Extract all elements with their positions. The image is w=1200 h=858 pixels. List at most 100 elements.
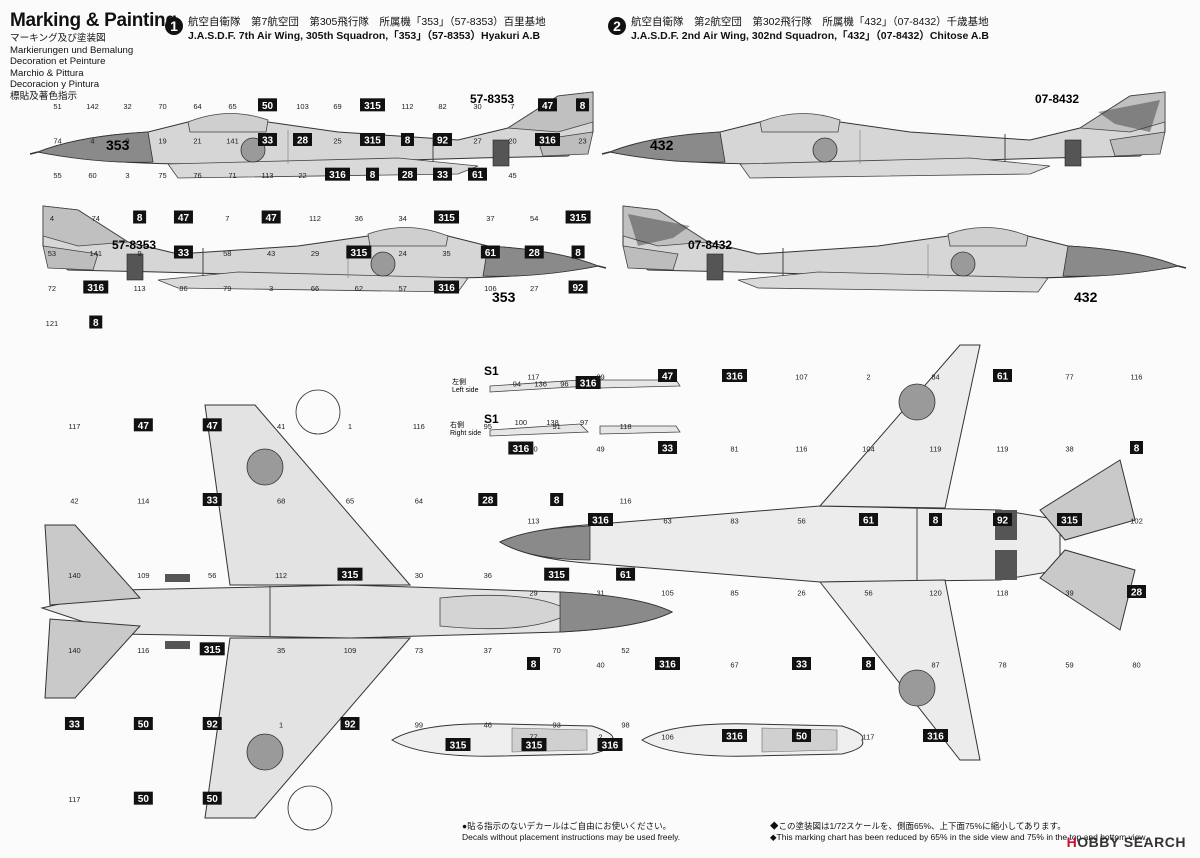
callout-side1_bottom-13: 53 xyxy=(48,249,56,258)
callout-side1_bottom-15: 9 xyxy=(138,249,142,258)
callout-bottom_view-6: 84 xyxy=(931,373,939,382)
callout-number: 4 xyxy=(90,137,94,146)
scheme-1-caption: 航空自衛隊 第7航空団 第305飛行隊 所属機「353」（57-8353）百里基… xyxy=(188,15,546,43)
callout-side1_top-7: 103 xyxy=(296,102,309,111)
callout-number: 20 xyxy=(508,137,516,146)
callout-number: 50 xyxy=(138,794,150,805)
watermark-logo: HOBBY SEARCH xyxy=(1067,834,1186,850)
callout-bottom_view-32: 105 xyxy=(661,589,674,598)
callout-number: 97 xyxy=(580,418,588,427)
lang-fr: Decoration et Peinture xyxy=(10,56,106,68)
callout-side1_bottom-24: 28 xyxy=(524,245,544,259)
callout-box xyxy=(535,133,560,146)
callout-side1_bottom-27: 316 xyxy=(83,280,109,294)
callout-number: 87 xyxy=(931,661,939,670)
callout-number: 8 xyxy=(405,136,411,147)
callout-bottom_view-25: 61 xyxy=(859,513,878,527)
callout-side1_top-6: 50 xyxy=(258,98,277,112)
callout-number: 316 xyxy=(927,732,944,743)
callout-side1_bottom-8: 34 xyxy=(399,214,407,223)
callout-box xyxy=(89,315,103,329)
callout-number: 74 xyxy=(53,137,61,146)
callout-number: 61 xyxy=(997,372,1009,383)
callout-tanks-1: 315 xyxy=(521,738,547,752)
callout-box xyxy=(434,210,460,224)
callout-number: 56 xyxy=(864,589,872,598)
callout-side1_bottom-30: 79 xyxy=(223,284,231,293)
scheme-2-serial-top: 07-8432 xyxy=(1035,92,1079,106)
callout-box xyxy=(550,493,564,506)
callout-box xyxy=(133,210,147,224)
callout-side1_bottom-3: 47 xyxy=(173,210,193,224)
callout-number: 50 xyxy=(796,732,808,743)
callout-number: 8 xyxy=(580,101,586,112)
callout-number: 73 xyxy=(415,646,423,655)
callout-side1_top-22: 33 xyxy=(258,133,277,147)
callout-top_view-12: 68 xyxy=(277,497,285,506)
callout-bottom_view-15: 104 xyxy=(862,445,875,454)
callout-top_view-1: 47 xyxy=(133,418,153,432)
lang-de: Markierungen und Bemalung xyxy=(10,44,134,56)
callout-bottom_view-34: 26 xyxy=(797,589,805,598)
callout-side1_top-26: 8 xyxy=(401,133,414,147)
callout-number: 116 xyxy=(1131,373,1143,382)
callout-s1_right-1: 138 xyxy=(546,418,559,427)
callout-bottom_view-40: 8 xyxy=(527,657,540,671)
callout-number: 70 xyxy=(158,102,166,111)
callout-bottom_view-56: 316 xyxy=(923,729,948,743)
callout-top_view-17: 116 xyxy=(620,497,632,506)
callout-box xyxy=(133,791,153,805)
callout-bottom_view-8: 77 xyxy=(1065,373,1073,382)
callout-bottom_view-44: 33 xyxy=(792,657,811,671)
callout-top_view-31: 109 xyxy=(344,646,357,655)
callout-number: 315 xyxy=(526,741,543,752)
scheme-2-side-bottom xyxy=(622,205,1187,293)
callout-side1_top-35: 75 xyxy=(158,171,166,180)
callout-top_view-36: 33 xyxy=(64,717,84,731)
callout-number: 53 xyxy=(48,249,56,258)
callout-number: 62 xyxy=(355,284,363,293)
callout-side1_top-11: 82 xyxy=(438,102,446,111)
callout-side1_bottom-0: 4 xyxy=(50,214,54,223)
callout-box xyxy=(859,513,878,526)
callout-side1_top-21: 141 xyxy=(226,137,239,146)
callout-top_view-37: 50 xyxy=(133,717,153,731)
callout-side1_top-4: 64 xyxy=(193,102,201,111)
callout-bottom_view-50: 77 xyxy=(529,733,537,742)
callout-side1_bottom-17: 58 xyxy=(223,249,231,258)
callout-box xyxy=(929,513,942,526)
callout-bottom_view-49: 80 xyxy=(1132,661,1140,670)
callout-top_view-8: 118 xyxy=(620,422,632,431)
s1-label-right: S1 xyxy=(484,412,499,426)
callout-side1_top-40: 316 xyxy=(325,167,350,181)
callout-side1_bottom-6: 112 xyxy=(309,214,321,223)
callout-side1_top-3: 70 xyxy=(158,102,166,111)
callout-number: 316 xyxy=(438,283,455,294)
callout-number: 89 xyxy=(596,373,604,382)
callout-number: 7 xyxy=(510,102,514,111)
callout-number: 67 xyxy=(730,661,738,670)
callout-side1_top-39: 22 xyxy=(298,171,306,180)
callout-number: 138 xyxy=(546,418,559,427)
callout-bottom_view-21: 316 xyxy=(588,513,613,527)
callout-top_view-21: 112 xyxy=(275,571,287,580)
callout-s1_left-1: 136 xyxy=(534,380,547,389)
callout-number: 22 xyxy=(298,171,306,180)
callout-top_view-28: 116 xyxy=(137,646,149,655)
callout-box xyxy=(655,657,680,670)
callout-number: 116 xyxy=(413,422,425,431)
callout-number: 50 xyxy=(207,794,219,805)
callout-bottom_view-10: 90 xyxy=(529,445,537,454)
callout-number: 106 xyxy=(484,284,497,293)
callout-number: 140 xyxy=(68,646,81,655)
callout-number: 92 xyxy=(997,516,1009,527)
callout-s1_right-3: 316 xyxy=(508,441,534,455)
callout-number: 117 xyxy=(528,373,540,382)
callout-number: 94 xyxy=(513,380,521,389)
callout-number: 86 xyxy=(179,284,187,293)
callout-number: 33 xyxy=(662,444,674,455)
callout-top_view-45: 117 xyxy=(68,795,80,804)
callout-bottom_view-54: 50 xyxy=(792,729,811,743)
callout-box xyxy=(792,729,811,742)
